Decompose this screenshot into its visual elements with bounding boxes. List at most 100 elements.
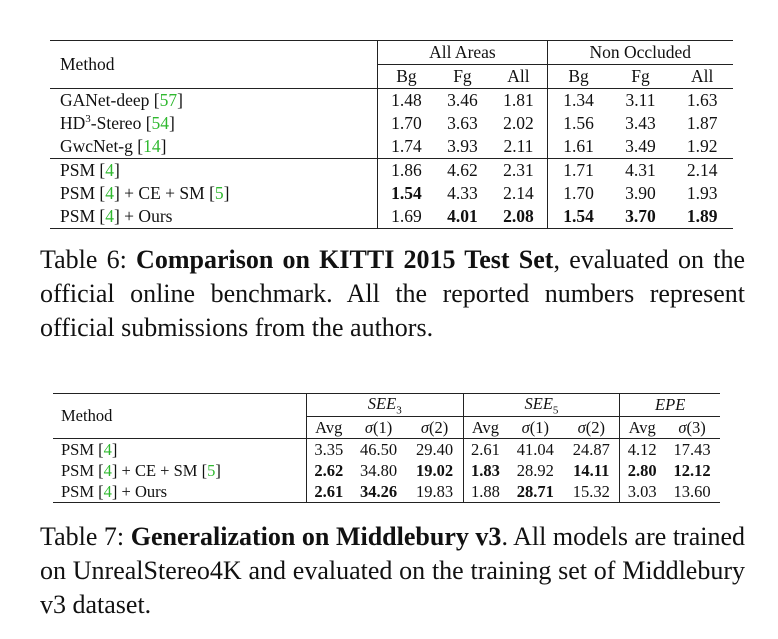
value-cell: 1.48 <box>377 88 435 112</box>
value-cell: 3.03 <box>619 481 665 504</box>
citation-link[interactable]: 5 <box>207 460 216 480</box>
value-cell: 34.80 <box>359 460 398 480</box>
value-cell: 41.04 <box>516 439 554 459</box>
value-cell: 2.02 <box>503 113 534 133</box>
col-header: All <box>490 64 548 89</box>
value-cell: 3.93 <box>447 136 478 156</box>
value-cell: 17.43 <box>673 439 711 459</box>
value-cell: 15.32 <box>563 481 620 504</box>
method-header: Method <box>53 392 307 440</box>
citation-link[interactable]: 4 <box>105 206 114 226</box>
citation-link[interactable]: 5 <box>214 183 224 203</box>
value-cell: 2.11 <box>503 136 534 156</box>
value-cell: 3.46 <box>447 90 478 110</box>
value-cell: 2.14 <box>671 158 733 182</box>
method-cell: PSM [4] <box>50 158 378 182</box>
citation-link[interactable]: 4 <box>103 481 112 501</box>
value-cell: 2.08 <box>490 205 548 229</box>
method-cell: GANet-deep [57] <box>60 90 183 110</box>
value-cell: 13.60 <box>664 481 720 504</box>
value-cell: 1.54 <box>546 205 610 229</box>
value-cell: 1.92 <box>686 136 718 156</box>
citation-link[interactable]: 4 <box>103 460 112 480</box>
citation-link[interactable]: 14 <box>143 136 161 156</box>
col-header: Fg <box>434 64 491 89</box>
col-header: σ(3) <box>664 416 720 440</box>
value-cell: 1.54 <box>377 182 435 205</box>
value-cell: 4.31 <box>609 158 672 182</box>
citation-link[interactable]: 4 <box>103 439 112 459</box>
table-row: PSM [4] + CE + SM [5] 1.54 4.33 2.14 1.7… <box>50 182 733 205</box>
value-cell: 3.43 <box>625 113 656 133</box>
value-cell: 1.83 <box>462 460 508 482</box>
value-cell: 1.70 <box>546 182 610 205</box>
see5-header: SEE5 <box>462 392 620 418</box>
method-cell: PSM [4] + Ours <box>50 205 378 229</box>
col-header: Avg <box>305 416 351 440</box>
citation-link[interactable]: 57 <box>159 90 178 110</box>
value-cell: 1.74 <box>377 135 435 159</box>
header-row: Method All Areas Non Occluded <box>50 40 733 89</box>
method-cell: PSM [4] + Ours <box>53 481 307 504</box>
see3-header: SEE3 <box>305 392 464 418</box>
value-cell: 24.87 <box>572 439 610 459</box>
value-cell: 1.81 <box>503 90 534 110</box>
header-row: Method SEE3 SEE5 EPE <box>53 392 720 440</box>
value-cell: 2.62 <box>305 460 351 482</box>
table-6-caption: Table 6: Comparison on KITTI 2015 Test S… <box>40 245 746 342</box>
value-cell: 3.63 <box>447 113 478 133</box>
value-cell: 28.92 <box>516 460 554 480</box>
col-header: σ(2) <box>563 416 620 440</box>
col-header: Bg <box>377 64 435 89</box>
table-row: PSM [4] 1.86 4.62 2.31 1.71 4.31 2.14 <box>50 158 733 182</box>
value-cell: 1.93 <box>686 183 718 203</box>
subheader-row: Avg σ(1) σ(2) Avg σ(1) σ(2) Avg σ(3) <box>53 416 720 440</box>
table-row: PSM [4] + Ours 2.61 34.26 19.83 1.88 28.… <box>53 481 720 504</box>
value-cell: 4.01 <box>434 205 491 229</box>
value-cell: 1.70 <box>377 112 435 135</box>
citation-link[interactable]: 54 <box>151 113 170 133</box>
value-cell: 3.11 <box>625 90 656 110</box>
col-header: Bg <box>546 64 610 89</box>
col-header: Avg <box>619 416 665 440</box>
value-cell: 3.90 <box>625 183 656 203</box>
col-header: σ(2) <box>406 416 464 440</box>
value-cell: 19.83 <box>406 481 464 504</box>
value-cell: 2.61 <box>462 438 508 461</box>
col-header: Avg <box>462 416 508 440</box>
citation-link[interactable]: 4 <box>105 160 114 180</box>
value-cell: 1.63 <box>686 90 718 110</box>
value-cell: 1.89 <box>671 205 733 229</box>
method-cell: PSM [4] + CE + SM [5] <box>60 183 230 203</box>
value-cell: 2.31 <box>490 158 548 182</box>
col-header: σ(1) <box>507 416 564 440</box>
value-cell: 2.14 <box>503 183 534 203</box>
all-areas-header: All Areas <box>377 40 548 65</box>
value-cell: 4.33 <box>447 183 478 203</box>
col-header: σ(1) <box>350 416 407 440</box>
table-7-caption: Table 7: Generalization on Middlebury v3… <box>40 522 746 619</box>
value-cell: 2.80 <box>619 460 665 482</box>
value-cell: 28.71 <box>507 481 564 504</box>
table-row: PSM [4] + CE + SM [5] 2.62 34.80 19.02 1… <box>53 460 720 482</box>
value-cell: 3.35 <box>305 438 351 461</box>
value-cell: 3.49 <box>625 136 656 156</box>
table-row: HD3-Stereo [54] 1.70 3.63 2.02 1.56 3.43… <box>50 112 733 135</box>
subheader-row: Bg Fg All Bg Fg All <box>50 64 733 89</box>
value-cell: 34.26 <box>350 481 407 504</box>
value-cell: 2.61 <box>305 481 351 504</box>
method-cell: PSM [4] + CE + SM [5] <box>61 460 221 480</box>
value-cell: 1.34 <box>546 88 610 112</box>
value-cell: 1.87 <box>686 113 718 133</box>
value-cell: 29.40 <box>415 439 454 459</box>
non-occluded-header: Non Occluded <box>546 40 733 65</box>
table-row: PSM [4] + Ours 1.69 4.01 2.08 1.54 3.70 … <box>50 205 733 229</box>
method-cell: HD3-Stereo [54] <box>60 113 175 133</box>
value-cell: 12.12 <box>673 460 711 480</box>
citation-link[interactable]: 4 <box>105 183 114 203</box>
value-cell: 4.62 <box>434 158 491 182</box>
value-cell: 1.56 <box>546 112 610 135</box>
value-cell: 1.71 <box>546 158 610 182</box>
value-cell: 1.69 <box>377 205 435 229</box>
value-cell: 3.70 <box>609 205 672 229</box>
